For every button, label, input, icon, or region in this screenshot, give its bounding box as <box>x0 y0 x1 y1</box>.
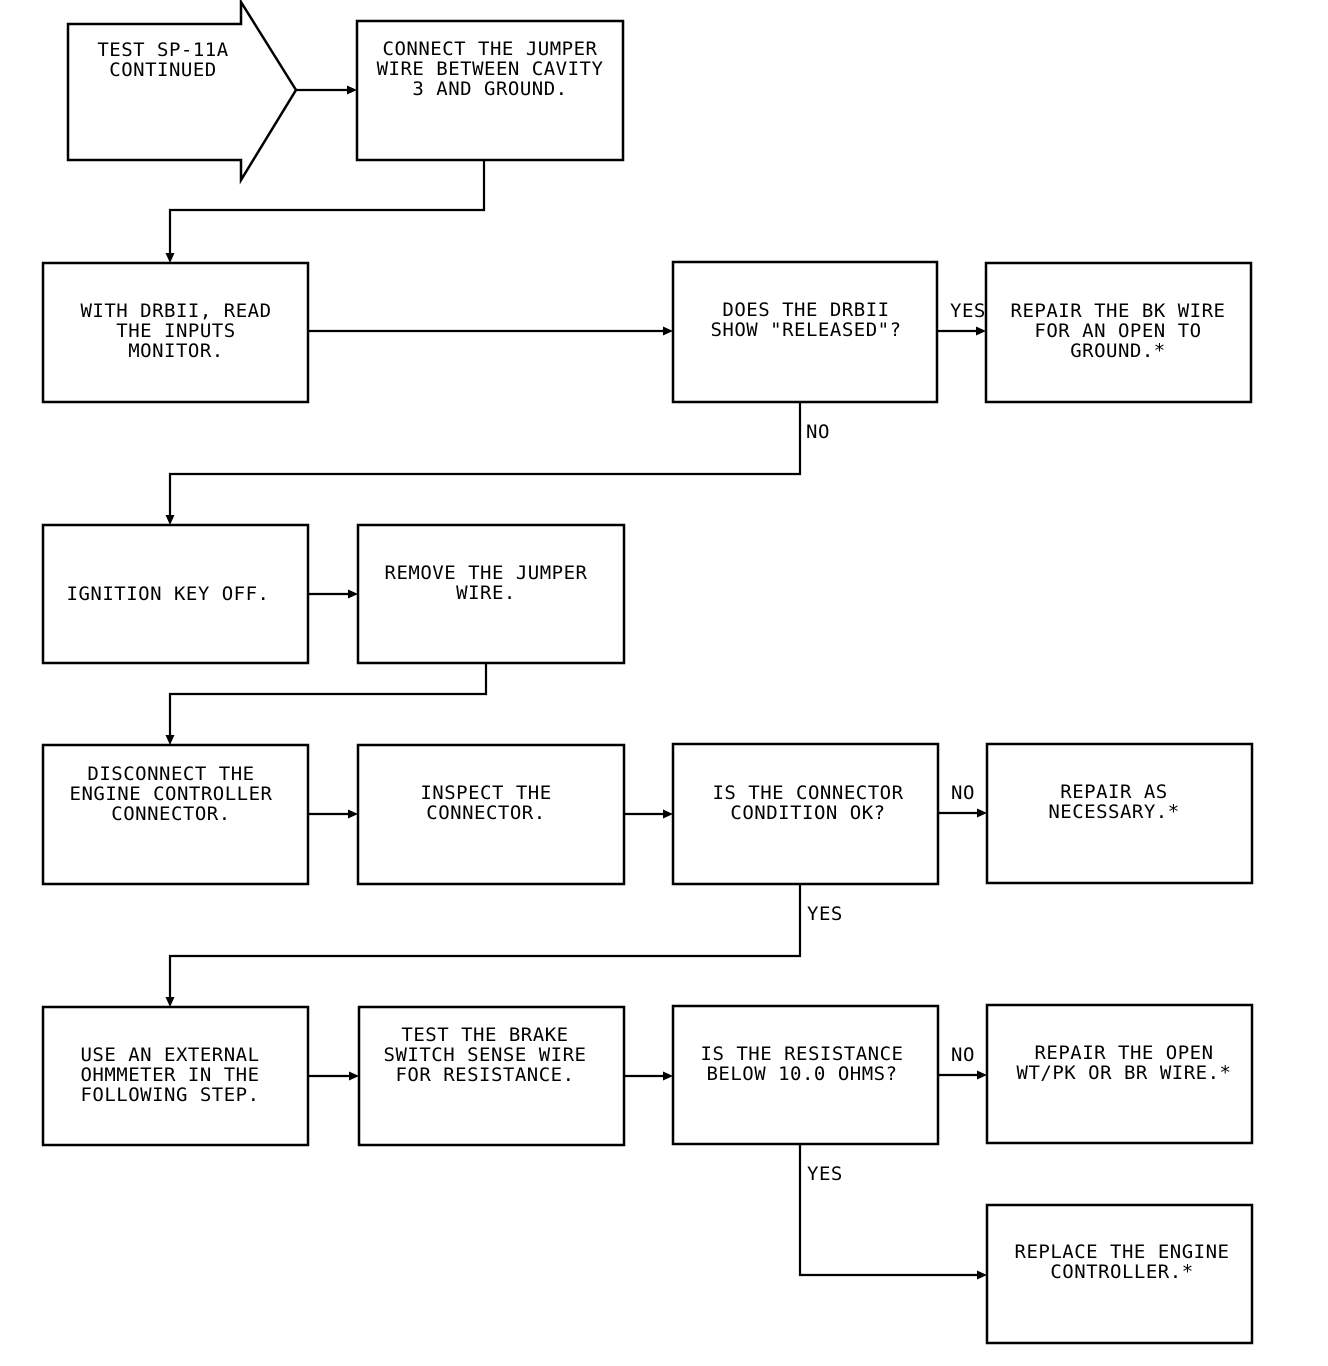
arrowhead <box>663 1071 673 1081</box>
text-line: WIRE BETWEEN CAVITY <box>377 58 604 80</box>
text-line: FOLLOWING STEP. <box>80 1084 259 1106</box>
text-line: NECESSARY.* <box>1048 801 1179 823</box>
connector-resistance-yes <box>798 1144 978 1277</box>
arrowhead <box>977 1270 987 1280</box>
text-line: DOES THE DRBII <box>722 299 889 321</box>
text-line: WT/PK OR BR WIRE.* <box>1017 1062 1232 1084</box>
step-ignition-off-text: IGNITION KEY OFF. <box>67 583 270 605</box>
text-line: USE AN EXTERNAL <box>80 1044 259 1066</box>
text-line: CONNECT THE JUMPER <box>383 38 598 60</box>
connector-jumper-to-read <box>168 160 486 254</box>
arrowhead <box>347 85 357 95</box>
text-line: DISCONNECT THE <box>87 763 254 785</box>
text-line: MONITOR. <box>128 340 224 362</box>
text-line: IGNITION KEY OFF. <box>67 583 270 605</box>
text-line: FOR RESISTANCE. <box>395 1064 574 1086</box>
arrowhead <box>165 253 175 263</box>
connector-condition-yes <box>168 884 802 998</box>
text-line: OHMMETER IN THE <box>80 1064 259 1086</box>
text-line: BELOW 10.0 OHMS? <box>706 1063 897 1085</box>
text-line: REPLACE THE ENGINE <box>1015 1241 1230 1263</box>
text-line: CONTINUED <box>109 59 216 81</box>
text-line: REPAIR THE BK WIRE <box>1011 300 1226 322</box>
text-line: GROUND.* <box>1070 340 1166 362</box>
text-line: INSPECT THE <box>420 782 551 804</box>
text-line: IS THE RESISTANCE <box>701 1043 904 1065</box>
arrowhead <box>165 997 175 1007</box>
arrowhead <box>165 515 175 525</box>
text-line: CONNECTOR. <box>426 802 545 824</box>
text-line: REMOVE THE JUMPER <box>385 562 588 584</box>
label-resistance-yes: YES <box>807 1163 843 1185</box>
text-line: IS THE CONNECTOR <box>712 782 903 804</box>
connector-released-no <box>168 402 802 516</box>
text-line: ENGINE CONTROLLER <box>70 783 273 805</box>
label-condition-yes: YES <box>807 903 843 925</box>
label-condition-no: NO <box>951 782 975 804</box>
arrowhead <box>977 808 987 818</box>
text-line: SWITCH SENSE WIRE <box>384 1044 587 1066</box>
text-line: WITH DRBII, READ <box>80 300 271 322</box>
connectors <box>165 85 987 1280</box>
label-released-no: NO <box>806 421 830 443</box>
arrowhead <box>976 326 986 336</box>
label-resistance-no: NO <box>951 1044 975 1066</box>
text-line: 3 AND GROUND. <box>412 78 567 100</box>
arrowhead <box>165 735 175 745</box>
text-line: REPAIR AS <box>1060 781 1167 803</box>
arrowhead <box>349 1071 359 1081</box>
arrowhead <box>977 1070 987 1080</box>
arrowhead <box>348 809 358 819</box>
text-line: TEST THE BRAKE <box>401 1024 568 1046</box>
label-released-yes: YES <box>950 300 986 322</box>
text-line: TEST SP-11A <box>97 39 228 61</box>
arrowhead <box>348 589 358 599</box>
text-line: SHOW "RELEASED"? <box>710 319 901 341</box>
text-line: CONTROLLER.* <box>1050 1261 1193 1283</box>
text-line: THE INPUTS <box>116 320 235 342</box>
arrowhead <box>663 326 673 336</box>
text-line: FOR AN OPEN TO <box>1034 320 1201 342</box>
step-ignition-off: IGNITION KEY OFF. <box>41 523 310 665</box>
connector-remove-to-disconnect <box>168 663 488 736</box>
arrowhead <box>663 809 673 819</box>
text-line: REPAIR THE OPEN <box>1034 1042 1213 1064</box>
text-line: WIRE. <box>456 582 516 604</box>
text-line: CONDITION OK? <box>730 802 885 824</box>
text-line: CONNECTOR. <box>111 803 230 825</box>
